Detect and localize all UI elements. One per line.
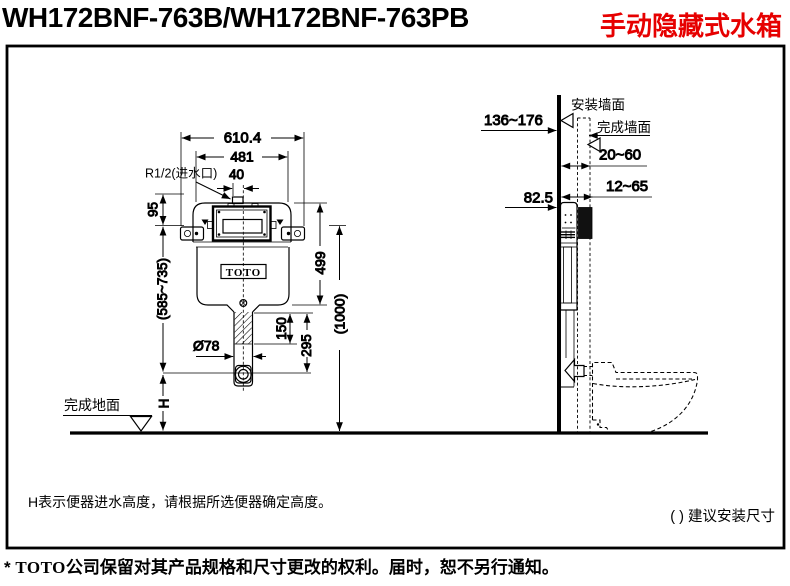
brand-label: TOTO <box>226 267 261 279</box>
flush-plate <box>578 207 593 239</box>
install-wall-label: 安装墙面 <box>559 98 625 129</box>
svg-text:完成地面: 完成地面 <box>64 397 120 413</box>
svg-text:150: 150 <box>274 317 289 340</box>
drawing-border <box>5 44 786 550</box>
access-panel <box>207 203 277 242</box>
dim-in-wall-depth: 136~176 <box>481 112 557 134</box>
svg-text:R1/2(进水口): R1/2(进水口) <box>145 167 217 181</box>
brand-plate: TOTO <box>220 263 267 280</box>
inlet-callout: R1/2(进水口) <box>145 167 231 200</box>
side-view: 136~176 安装墙面 完成墙面 20~60 12~65 <box>481 95 699 433</box>
outlet-elbow-arrow <box>564 357 585 384</box>
svg-text:136~176: 136~176 <box>484 112 543 129</box>
toilet-outline <box>591 361 699 432</box>
water-inlet <box>231 196 244 205</box>
svg-text:481: 481 <box>230 149 254 165</box>
svg-text:499: 499 <box>312 251 328 275</box>
dim-pipe-segments: 150 295 <box>163 312 315 374</box>
svg-text:(585~735): (585~735) <box>155 258 170 320</box>
dim-inlet-offset: 40 <box>217 167 259 196</box>
dim-top-offset: 82.5 <box>505 189 557 211</box>
dim-install-height-range: (585~735) <box>155 226 171 372</box>
svg-text:40: 40 <box>229 167 244 182</box>
drain-pipe <box>233 312 254 387</box>
product-type-label: 手动隐藏式水箱 <box>599 11 782 41</box>
svg-text:完成墙面: 完成墙面 <box>597 120 651 135</box>
finished-wall-label: 完成墙面 <box>586 120 651 153</box>
dim-overall-height: (1000) <box>329 225 348 432</box>
svg-text:H: H <box>157 399 172 409</box>
footer-text: 公司保留对其产品规格和尺寸更改的权利。届时，恕不另行通知。 <box>65 558 559 577</box>
dim-tank-width: 481 <box>195 148 289 202</box>
dim-overall-width: 610.4 <box>180 129 305 226</box>
footer-disclaimer: * TOTO公司保留对其产品规格和尺寸更改的权利。届时，恕不另行通知。 <box>4 553 559 578</box>
svg-text:95: 95 <box>146 202 161 217</box>
page-title: WH172BNF-763B/WH172BNF-763PB <box>2 2 469 33</box>
svg-text:82.5: 82.5 <box>524 190 553 207</box>
tank-side-profile <box>559 201 593 311</box>
svg-text:610.4: 610.4 <box>224 130 262 147</box>
footer-brand: TOTO <box>15 558 66 577</box>
svg-text:Ø78: Ø78 <box>193 338 220 354</box>
svg-text:12~65: 12~65 <box>606 178 648 195</box>
dim-outlet-diameter: Ø78 <box>193 337 266 360</box>
h-note: H表示便器进水高度，请根据所选便器确定高度。 <box>28 494 333 510</box>
svg-text:安装墙面: 安装墙面 <box>571 98 625 113</box>
dim-tank-height: 499 <box>292 202 329 306</box>
tank-body <box>192 202 292 313</box>
suggested-dims-note: ( ) 建议安装尺寸 <box>670 509 775 525</box>
finished-wall-lines <box>577 117 591 432</box>
dim-plate-depth: 12~65 <box>561 178 652 201</box>
svg-text:(1000): (1000) <box>332 294 348 334</box>
front-view: TOTO 610.4 <box>63 129 348 433</box>
mounting-brackets <box>179 219 306 241</box>
in-wall-frame <box>559 310 593 388</box>
footer-mark: * <box>4 558 11 577</box>
svg-text:295: 295 <box>299 334 314 357</box>
dim-inlet-height: H <box>156 374 172 431</box>
dim-wall-finish-gap: 20~60 <box>561 146 647 170</box>
dim-top-height: 95 <box>145 193 184 226</box>
svg-text:20~60: 20~60 <box>599 147 641 164</box>
finished-floor-label: 完成地面 <box>63 397 153 433</box>
